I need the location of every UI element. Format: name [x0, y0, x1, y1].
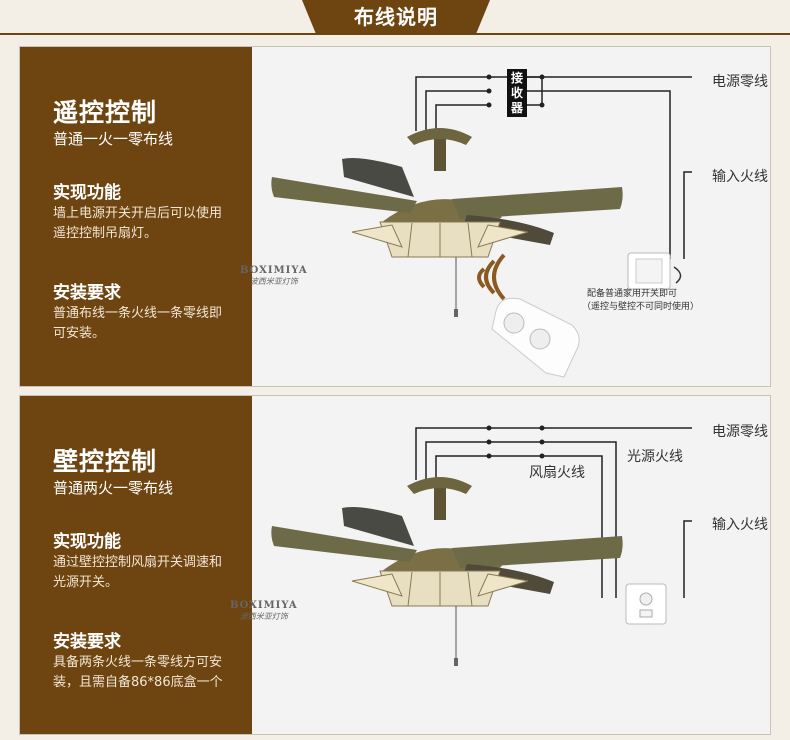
wall-switch-icon: [625, 583, 667, 625]
remote-control-section: 遥控控制 普通一火一零布线 实现功能 墙上电源开关开启后可以使用遥控控制吊扇灯。…: [19, 46, 771, 387]
section-title: 壁控控制: [53, 447, 158, 476]
section-info-panel: 遥控控制 普通一火一零布线 实现功能 墙上电源开关开启后可以使用遥控控制吊扇灯。…: [20, 47, 252, 386]
remote-control-icon: [491, 297, 580, 378]
ceiling-fan-icon: [271, 128, 623, 317]
wall-switch-icon: [627, 252, 682, 290]
section-title: 遥控控制: [53, 98, 158, 127]
brand-watermark: BOXIMIYA 波西米亚灯饰: [230, 600, 298, 622]
live-wire-input-label: 输入火线: [712, 517, 768, 533]
watermark-en: BOXIMIYA: [240, 265, 308, 276]
requirement-heading: 安装要求: [53, 283, 121, 303]
function-text: 墙上电源开关开启后可以使用遥控控制吊扇灯。: [53, 206, 223, 241]
wall-control-section: 壁控控制 普通两火一零布线 实现功能 通过壁控控制风扇开关调速和光源开关。 安装…: [19, 395, 771, 735]
fan-live-wire-label: 风扇火线: [529, 465, 585, 481]
ceiling-fan-icon: [271, 477, 623, 666]
function-heading: 实现功能: [53, 532, 121, 552]
wiring-diagram: 电源零线 光源火线 风扇火线 输入火线 BOXIMIYA 波西米亚灯饰: [230, 396, 772, 734]
brand-watermark: BOXIMIYA 波西米亚灯饰: [240, 265, 308, 287]
wiring-diagram-graphic: [271, 74, 692, 378]
header-rule: [0, 33, 790, 35]
watermark-en: BOXIMIYA: [230, 600, 298, 611]
live-wire-input-label: 输入火线: [712, 169, 768, 185]
requirement-text: 具备两条火线一条零线方可安装，且需自备86*86底盒一个: [53, 655, 223, 690]
section-subtitle: 普通一火一零布线: [53, 130, 174, 148]
light-live-wire-label: 光源火线: [627, 449, 683, 465]
watermark-cn: 波西米亚灯饰: [249, 277, 298, 286]
signal-waves-icon: [477, 253, 506, 301]
function-heading: 实现功能: [53, 183, 121, 203]
watermark-cn: 波西米亚灯饰: [239, 612, 288, 621]
wiring-diagram: 接收器 电源零线 输入火线 配备普通家用开关即可 （遥控与壁控不可同时使用） B…: [240, 47, 772, 386]
requirement-text: 普通布线一条火线一条零线即可安装。: [53, 306, 223, 341]
switch-warning-note: （遥控与壁控不可同时使用）: [582, 302, 700, 312]
function-text: 通过壁控控制风扇开关调速和光源开关。: [53, 555, 223, 590]
requirement-heading: 安装要求: [53, 632, 121, 652]
page-title: 布线说明: [302, 0, 490, 34]
section-info-panel: 壁控控制 普通两火一零布线 实现功能 通过壁控控制风扇开关调速和光源开关。 安装…: [20, 396, 252, 734]
wiring-diagram-graphic: [271, 425, 692, 666]
neutral-wire-label: 电源零线: [712, 424, 768, 440]
neutral-wire-label: 电源零线: [712, 74, 768, 90]
receiver-box: 接收器: [507, 69, 527, 117]
section-subtitle: 普通两火一零布线: [53, 479, 174, 497]
switch-note: 配备普通家用开关即可: [587, 289, 678, 299]
